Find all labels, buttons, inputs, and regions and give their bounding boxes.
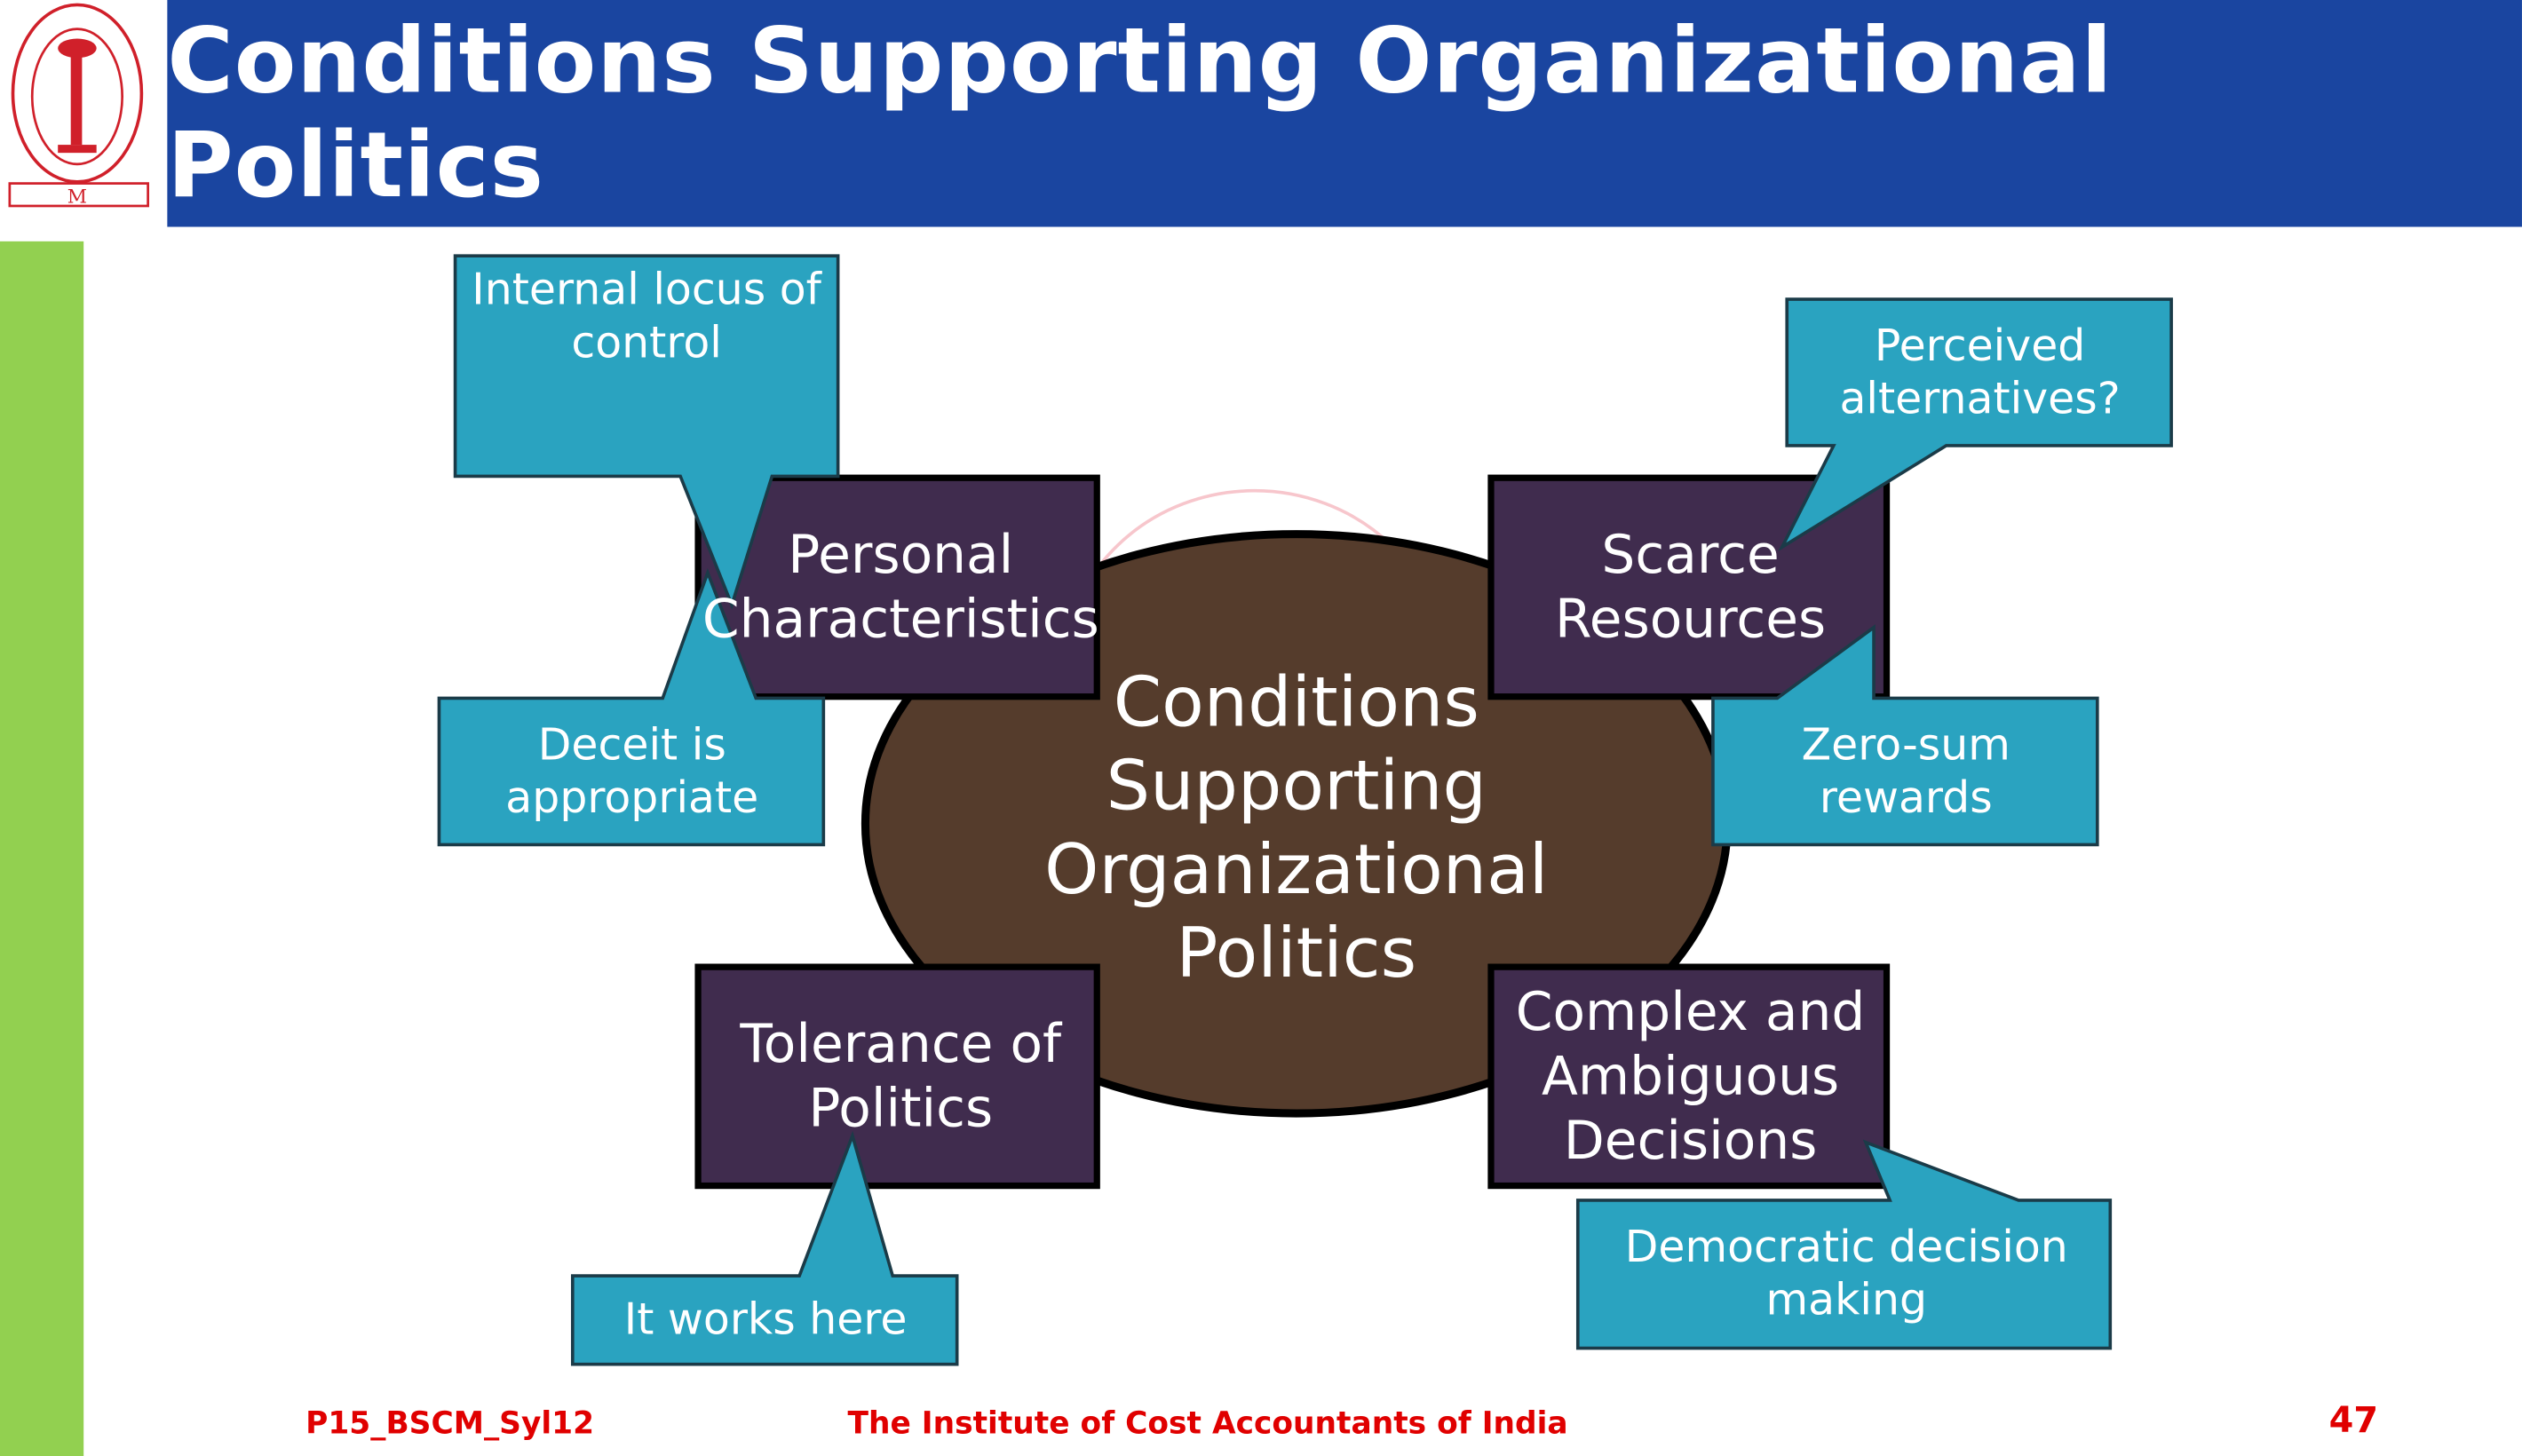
box-tolerance-bg (694, 963, 1100, 1190)
callout-democratic-shape (1575, 1139, 2113, 1350)
box-complex-bg (1487, 963, 1891, 1190)
footer-institute: The Institute of Cost Accountants of Ind… (847, 1405, 1568, 1442)
box-personal-characteristics: Personal Characteristics (702, 522, 1099, 651)
slide-title: Conditions Supporting Organizational Pol… (167, 8, 2114, 218)
callout-deceit-shape (437, 567, 826, 847)
accent-bar (0, 241, 84, 1456)
center-line: Politics (1176, 914, 1417, 994)
institute-logo: M (8, 3, 149, 208)
box-complex-decisions: Complex and Ambiguous Decisions (1515, 979, 1866, 1172)
callout-deceit: Deceit is appropriate (505, 720, 759, 824)
callout-internal-locus-shape (453, 254, 840, 610)
callout-zero-sum: Zero-sum rewards (1801, 720, 2010, 824)
footer-code: P15_BSCM_Syl12 (305, 1405, 595, 1442)
box-personal-bg (694, 474, 1100, 700)
title-bar (167, 0, 2522, 227)
callout-works-here-shape (570, 1130, 959, 1366)
callout-democratic: Democratic decision making (1624, 1223, 2068, 1326)
callout-works-here: It works here (623, 1294, 908, 1345)
page-number: 47 (2328, 1401, 2379, 1442)
box-scarce-resources: Scarce Resources (1554, 522, 1827, 651)
center-line: Organizational (1044, 830, 1549, 911)
callout-internal-locus: Internal locus of control (472, 265, 821, 368)
callout-perceived-shape (1778, 297, 2173, 552)
center-label: Conditions Supporting Organizational Pol… (997, 660, 1596, 998)
callout-perceived-alternatives: Perceived alternatives? (1839, 321, 2121, 425)
svg-text:M: M (67, 186, 87, 208)
center-line: Conditions (1113, 662, 1479, 744)
center-line: Supporting (1106, 746, 1487, 827)
callout-zero-sum-shape (1711, 624, 2099, 847)
box-tolerance-of-politics: Tolerance of Politics (740, 1011, 1062, 1140)
